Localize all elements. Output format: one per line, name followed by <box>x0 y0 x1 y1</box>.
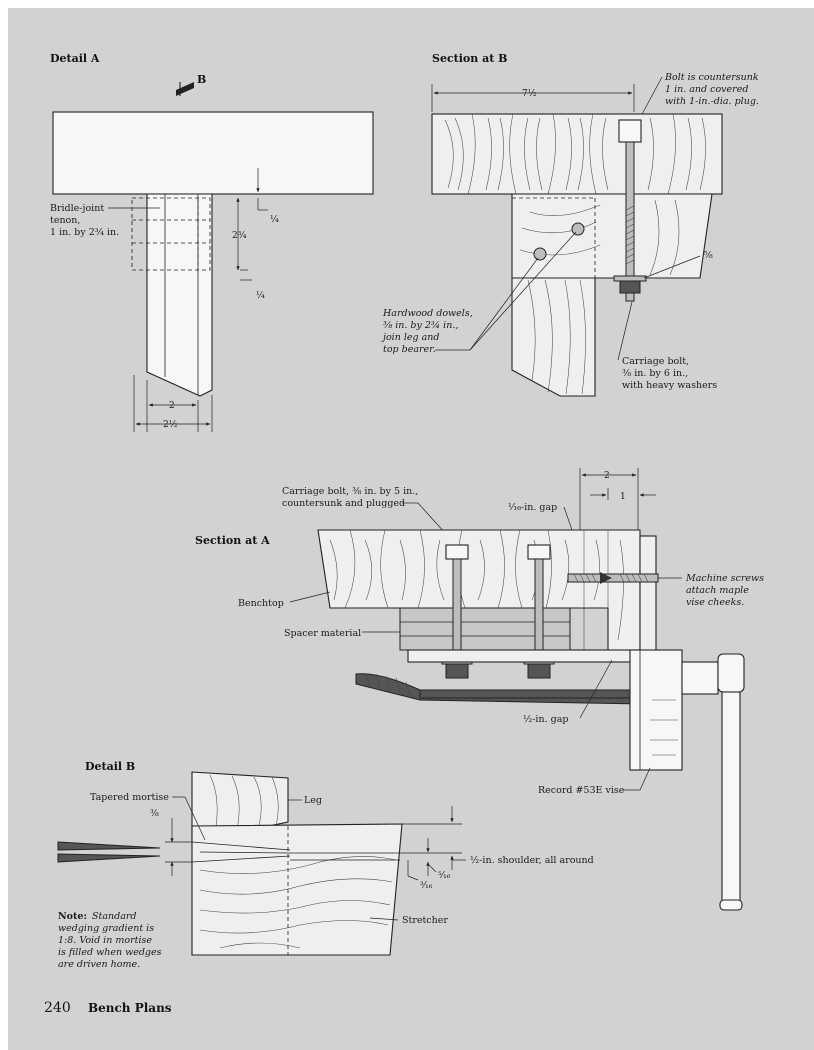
dim-three-sixteenths: ³⁄₁₆ <box>420 881 433 891</box>
section-b-title: Section at B <box>432 52 507 65</box>
detail-a-drawing: Detail A B Bridle-joint tenon, 1 in. by … <box>50 52 374 432</box>
vise-handle-cap <box>717 653 745 693</box>
half-gap-label: ½-in. gap <box>523 714 568 725</box>
book-title: Bench Plans <box>88 1001 172 1015</box>
dim-quarter-bottom: ¼ <box>256 290 265 301</box>
stretcher <box>191 823 403 956</box>
note-line-5: are driven home. <box>58 959 140 970</box>
dowel-note-1: Hardwood dowels, <box>382 308 473 319</box>
carriage-a-1: Carriage bolt, ⅜ in. by 5 in., <box>282 486 418 497</box>
wedge-lower <box>57 853 161 863</box>
tenon-label-2: tenon, <box>50 215 80 226</box>
machine-note-1: Machine screws <box>685 573 764 584</box>
section-marker-label: B <box>197 73 206 86</box>
nut-a1 <box>445 663 469 679</box>
vise-label: Record #53E vise <box>538 785 625 796</box>
top-bearer <box>52 111 374 195</box>
carriage-bolt-a2 <box>534 558 544 660</box>
mortise-label: Tapered mortise <box>90 792 169 803</box>
tenon-label-3: 1 in. by 2¾ in. <box>50 227 119 238</box>
nut-a2 <box>527 663 551 679</box>
page-number: 240 <box>44 1000 71 1016</box>
note-line-3: 1:8. Void in mortise <box>58 935 152 946</box>
vise-rail <box>407 649 641 663</box>
machine-note-3: vise cheeks. <box>686 597 744 608</box>
spacer-block <box>399 607 571 651</box>
dowel-lower <box>533 247 547 261</box>
dim-width-b: 7½ <box>522 88 537 99</box>
benchtop-label: Benchtop <box>238 598 284 609</box>
spacer-label: Spacer material <box>284 628 361 639</box>
dim-three-eighths: ⅜ <box>150 809 159 819</box>
dim-one: 1 <box>620 492 626 502</box>
section-arrow-icon <box>176 82 194 96</box>
detail-a-leg <box>146 193 213 397</box>
bridle-tenon <box>131 197 211 271</box>
dim-depth: 2¾ <box>232 230 247 241</box>
top-bearer-section-b <box>511 193 713 279</box>
shoulder-label: ½-in. shoulder, all around <box>470 855 594 866</box>
bolt-note-1: Bolt is countersunk <box>664 72 759 83</box>
detail-b-title: Detail B <box>85 760 135 773</box>
vise-hub <box>681 661 719 695</box>
carriage-b-3: with heavy washers <box>622 380 717 391</box>
dim-two: 2 <box>604 471 610 481</box>
dim-width-inner: 2 <box>169 401 175 411</box>
section-a-title: Section at A <box>195 534 270 547</box>
dim-width-outer: 2½ <box>163 419 178 430</box>
stretcher-label: Stretcher <box>402 915 448 926</box>
vise-screw <box>355 673 641 705</box>
dim-quarter-top: ¼ <box>270 214 279 225</box>
machine-note-2: attach maple <box>686 585 749 596</box>
dowel-note-3: join leg and <box>381 332 439 343</box>
note-label: Note: <box>58 911 87 922</box>
note-line-4: is filled when wedges <box>58 947 162 958</box>
vise-handle <box>721 691 741 903</box>
carriage-b-2: ⅜ in. by 6 in., <box>622 368 688 379</box>
wedge-upper <box>57 841 161 851</box>
carriage-b-1: Carriage bolt, <box>622 356 689 367</box>
gap-label: ¹⁄₁₆-in. gap <box>508 502 557 513</box>
carriage-bolt-a1 <box>452 558 462 660</box>
note-line-1: Standard <box>92 911 136 922</box>
page-footer: 240 Bench Plans <box>44 1000 172 1016</box>
carriage-a-2: countersunk and plugged <box>282 498 405 509</box>
bolt-note-2: 1 in. and covered <box>665 84 748 95</box>
dim-five-sixteenths: ⁵⁄₁₆ <box>438 871 451 881</box>
tenon-label-1: Bridle-joint <box>50 203 104 214</box>
vise-cheek <box>639 535 657 665</box>
bolt-note-3: with 1-in.-dia. plug. <box>665 96 759 107</box>
countersink-plug <box>618 119 642 143</box>
vise-front-jaw <box>629 649 683 771</box>
detail-a-title: Detail A <box>50 52 100 65</box>
leg-label: Leg <box>304 795 322 806</box>
benchtop-section-b <box>431 113 723 195</box>
dowel-note-2: ⅜ in. by 2¾ in., <box>383 320 458 331</box>
dowel-note-4: top bearer. <box>383 344 436 355</box>
dim-five-eighths: ⅝ <box>704 251 713 261</box>
section-b-drawing: Section at B 7½ Bolt is countersunk 1 in… <box>381 52 759 397</box>
detail-b-drawing: Detail B Leg Tapered mortise ⅜ <box>57 760 594 970</box>
note-line-2: wedging gradient is <box>58 923 154 934</box>
dowel-upper <box>571 222 585 236</box>
leg-section-b <box>511 277 596 397</box>
section-a-drawing: Section at A Carriage bolt, ⅜ in. by 5 i… <box>195 468 764 911</box>
nut-b <box>619 280 641 294</box>
